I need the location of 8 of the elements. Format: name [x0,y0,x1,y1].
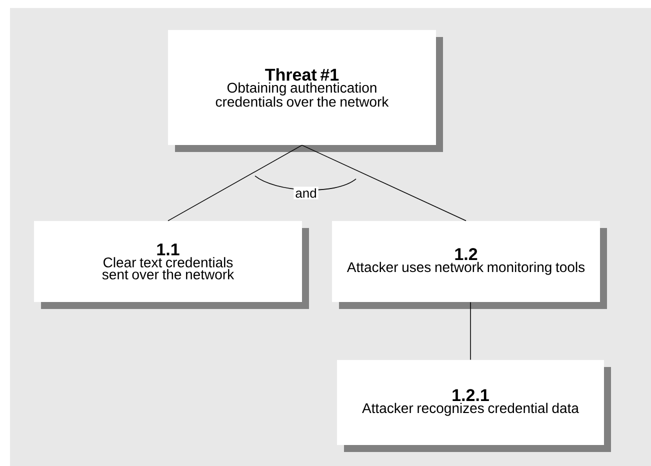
threat-box: 1.2 Attacker uses network monitoring tools [332,221,607,309]
threat-box: Threat #1 Obtaining authentication credentials over the network [168,30,443,152]
threat-box: 1.1 Clear text credentials sent over the network [34,221,309,309]
connector-line [168,144,302,222]
and-label: and [294,186,318,200]
threat-box: 1.2.1 Attacker recognizes credential data [337,360,611,452]
connector-line [470,302,471,360]
connector-line [302,144,466,222]
